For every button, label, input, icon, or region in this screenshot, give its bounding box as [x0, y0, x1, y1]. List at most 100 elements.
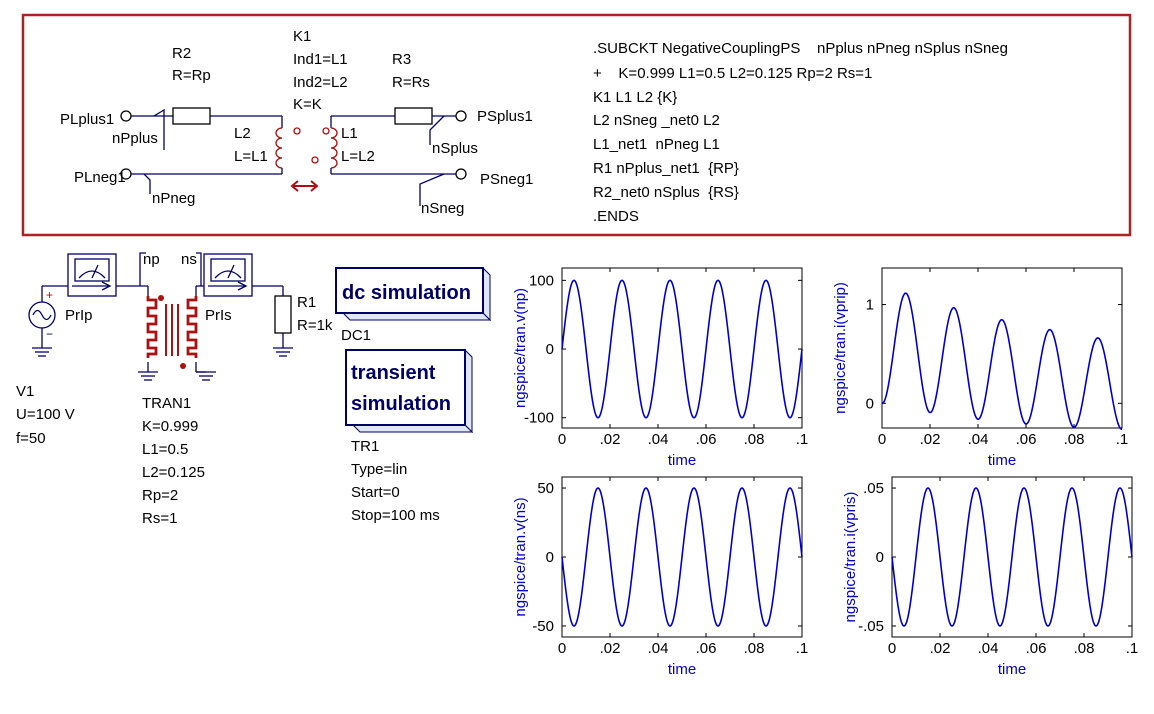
y-tick-label: .05: [863, 480, 884, 497]
x-tick-label: .02: [600, 431, 621, 448]
y-tick-label: 0: [546, 549, 554, 566]
x-tick-label: .1: [1126, 640, 1139, 657]
x-tick-label: .04: [648, 431, 669, 448]
l2-value: L=L1: [234, 148, 268, 165]
series-line: [561, 487, 803, 627]
net-ns-label: ns: [181, 251, 197, 268]
y-tick-label: 100: [529, 272, 554, 289]
transformer-tran1-icon[interactable]: [146, 296, 198, 358]
port-psplus-label: PSplus1: [477, 108, 533, 125]
tran1-line: Rs=1: [142, 510, 177, 527]
x-tick-label: .08: [744, 640, 765, 657]
tran1-line: K=0.999: [142, 418, 198, 435]
k1-name: K1: [293, 28, 311, 45]
netlist-line: K1 L1 L2 {K}: [593, 89, 677, 106]
l1-value: L=L2: [341, 148, 375, 165]
x-tick-label: .02: [930, 640, 951, 657]
x-tick-label: .08: [744, 431, 765, 448]
probe-pris-icon[interactable]: [203, 253, 253, 297]
netlist-line: R2_net0 nSplus {RS}: [593, 184, 739, 201]
v1-line: U=100 V: [16, 406, 75, 423]
tr1-param: Start=0: [351, 484, 400, 501]
k1-line-1: Ind1=L1: [293, 51, 348, 68]
probe-prip-label: PrIp: [65, 307, 93, 324]
r2-name: R2: [172, 45, 191, 62]
x-tick-label: .06: [696, 431, 717, 448]
transient-label-line2: simulation: [351, 393, 451, 415]
x-axis-label: time: [668, 452, 696, 469]
y-tick-label: 0: [876, 549, 884, 566]
chart-ivpris: 0.02.04.06.08.1-.050.05timengspice/tran.…: [842, 476, 1139, 678]
y-tick-label: 0: [866, 395, 874, 412]
tran1-line: TRAN1: [142, 395, 191, 412]
net-nsplus: nSplus: [432, 140, 478, 157]
x-tick-label: .04: [978, 640, 999, 657]
l1-name: L1: [341, 125, 358, 142]
v1-line: V1: [16, 383, 34, 400]
netlist-line: R1 nPplus_net1 {RP}: [593, 160, 739, 177]
l2-name: L2: [234, 125, 251, 142]
port-psneg-icon[interactable]: [455, 168, 467, 180]
r3-value: R=Rs: [392, 74, 430, 91]
transient-simulation-box[interactable]: transient simulation: [345, 348, 474, 434]
series-line: [561, 279, 803, 419]
netlist-line: L1_net1 nPneg L1: [593, 136, 720, 153]
series-line: [881, 292, 1123, 431]
svg-text:−: −: [46, 327, 53, 341]
series-line: [891, 487, 1133, 627]
netlist-line: L2 nSneg _net0 L2: [593, 112, 720, 129]
x-tick-label: .08: [1074, 640, 1095, 657]
probe-prip-icon[interactable]: [67, 253, 117, 297]
y-tick-label: -100: [524, 410, 554, 427]
x-tick-label: .02: [920, 431, 941, 448]
subcircuit-frame: [21, 13, 1132, 237]
k1-line-3: K=K: [293, 96, 322, 113]
transient-label-line1: transient: [351, 362, 436, 384]
r2-value: R=Rp: [172, 67, 211, 84]
x-tick-label: .1: [1116, 431, 1129, 448]
probe-pris-label: PrIs: [205, 307, 232, 324]
r1-value: R=1k: [297, 317, 333, 334]
y-axis-label: ngspice/tran.i(vpris): [842, 492, 859, 623]
x-tick-label: .06: [696, 640, 717, 657]
y-tick-label: -50: [532, 618, 554, 635]
net-nsneg: nSneg: [421, 200, 464, 217]
net-np-label: np: [143, 251, 160, 268]
y-tick-label: 0: [546, 341, 554, 358]
y-tick-label: 1: [866, 297, 874, 314]
x-tick-label: 0: [878, 431, 886, 448]
chart-ivprip: 0.02.04.06.08.101timengspice/tran.i(vpri…: [832, 267, 1129, 469]
dc1-name: DC1: [341, 327, 371, 344]
tran1-line: L2=0.125: [142, 464, 205, 481]
r1-name: R1: [297, 294, 316, 311]
y-tick-label: 50: [537, 480, 554, 497]
port-psplus-icon[interactable]: [455, 110, 467, 122]
svg-text:+: +: [46, 288, 53, 302]
x-tick-label: .1: [796, 431, 809, 448]
y-axis-label: ngspice/tran.v(ns): [512, 497, 529, 616]
port-plplus-icon[interactable]: [120, 110, 132, 122]
netlist-line: .SUBCKT NegativeCouplingPS nPplus nPneg …: [593, 40, 1008, 57]
v1-line: f=50: [16, 430, 46, 447]
x-tick-label: .06: [1026, 640, 1047, 657]
x-tick-label: .04: [968, 431, 989, 448]
port-plneg-label: PLneg1: [74, 169, 126, 186]
r3-name: R3: [392, 51, 411, 68]
dc-simulation-label: dc simulation: [342, 282, 471, 304]
tr1-param: Type=lin: [351, 461, 407, 478]
netlist-line: + K=0.999 L1=0.5 L2=0.125 Rp=2 Rs=1: [593, 65, 872, 82]
x-tick-label: .1: [796, 640, 809, 657]
net-npplus: nPplus: [112, 130, 158, 147]
dc-simulation-box[interactable]: dc simulation: [335, 266, 492, 322]
subcircuit-schematic: [120, 107, 467, 206]
x-axis-label: time: [988, 452, 1016, 469]
coupling-arrow-icon: [290, 180, 319, 192]
x-tick-label: .08: [1064, 431, 1085, 448]
main-schematic: [28, 252, 293, 381]
net-npneg: nPneg: [152, 190, 195, 207]
netlist-block: .SUBCKT NegativeCouplingPS nPplus nPneg …: [593, 40, 1008, 225]
x-tick-label: .04: [648, 640, 669, 657]
l2-coil: [275, 127, 283, 169]
k1-line-2: Ind2=L2: [293, 74, 348, 91]
